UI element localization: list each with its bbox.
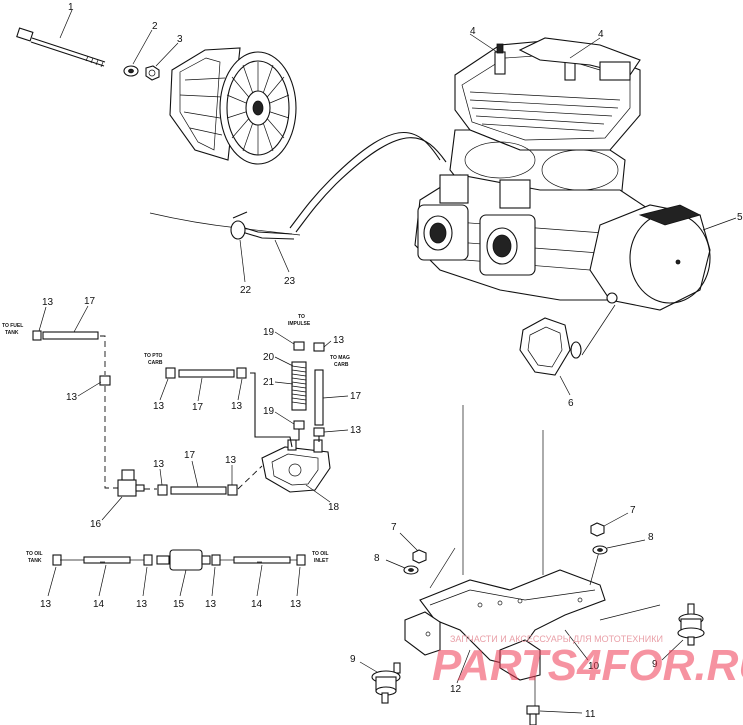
rubber-isolator xyxy=(677,603,705,646)
callout-18: 18 xyxy=(328,502,340,513)
callout-17-4: 17 xyxy=(350,391,362,402)
callout-13-11: 13 xyxy=(205,599,217,610)
clutch-nut xyxy=(145,65,160,81)
clamp xyxy=(211,554,221,566)
callout-23: 23 xyxy=(284,276,296,287)
watermark-logo: PARTS4FOR.RU xyxy=(432,641,743,690)
callout-14-2: 14 xyxy=(251,599,263,610)
callout-11: 11 xyxy=(585,709,596,720)
clamp xyxy=(227,484,238,496)
label-to-oil-tank-2: TANK xyxy=(28,558,42,564)
mount-nut xyxy=(590,522,605,537)
callout-13-5: 13 xyxy=(153,401,165,412)
callout-13-6: 13 xyxy=(231,401,243,412)
mount-washer xyxy=(592,545,608,555)
fuel-hose xyxy=(314,369,324,426)
callout-13-7: 13 xyxy=(333,335,345,346)
callout-13-4: 13 xyxy=(225,455,237,466)
clamp xyxy=(293,341,305,351)
label-to-oil-tank-1: TO OIL xyxy=(26,551,43,557)
label-to-oil-inlet-1: TO OIL xyxy=(312,551,329,557)
callout-12: 12 xyxy=(450,684,462,695)
callout-6: 6 xyxy=(568,398,574,409)
clamp xyxy=(236,367,247,379)
fuel-hose xyxy=(178,369,235,378)
callout-17-1: 17 xyxy=(84,296,96,307)
clamp xyxy=(143,554,153,566)
rubber-isolator xyxy=(371,662,401,704)
callout-13-12: 13 xyxy=(290,599,302,610)
label-to-fuel-tank-1: TO FUEL xyxy=(2,323,23,329)
callout-17-2: 17 xyxy=(184,450,196,461)
label-to-pto-carb-2: CARB xyxy=(148,360,163,366)
callout-13-3: 13 xyxy=(153,459,165,470)
callout-19-1: 19 xyxy=(263,327,275,338)
callout-7-2: 7 xyxy=(630,505,636,516)
watermark-subtitle: ЗАПЧАСТИ И АКСЕССУАРЫ ДЛЯ МОТОТЕХНИКИ xyxy=(450,634,663,644)
label-to-pto-carb-1: TO PTO xyxy=(144,353,163,359)
clamp xyxy=(296,554,306,566)
fuel-hose xyxy=(42,331,99,340)
cable-clip xyxy=(230,211,248,240)
callout-2: 2 xyxy=(152,21,158,32)
engine-mount-bracket xyxy=(404,569,606,681)
mount-washer xyxy=(403,565,419,575)
mount-nut xyxy=(412,549,427,564)
callout-3: 3 xyxy=(177,34,183,45)
callout-14-1: 14 xyxy=(93,599,105,610)
callout-4b: 4 xyxy=(598,29,604,40)
callout-9-2: 9 xyxy=(652,659,658,670)
callout-13-2: 13 xyxy=(66,392,78,403)
callout-8-2: 8 xyxy=(648,532,654,543)
oil-filter xyxy=(156,549,211,571)
fuel-pump xyxy=(261,439,331,493)
callout-13-1: 13 xyxy=(42,297,54,308)
clamp xyxy=(99,375,111,386)
callout-19-2: 19 xyxy=(263,406,275,417)
callout-16: 16 xyxy=(90,519,102,530)
oil-hose xyxy=(83,556,131,564)
fuel-hose xyxy=(170,486,227,495)
callout-21: 21 xyxy=(263,377,275,388)
callout-4a: 4 xyxy=(470,26,476,37)
callout-15: 15 xyxy=(173,599,185,610)
label-to-mag-carb-2: CARB xyxy=(334,362,349,368)
impulse-spring xyxy=(291,361,307,411)
clutch-washer xyxy=(123,65,139,77)
clamp xyxy=(165,367,176,379)
clamp xyxy=(52,554,62,566)
label-to-impulse-2: IMPULSE xyxy=(288,321,311,327)
callout-13-8: 13 xyxy=(350,425,362,436)
mount-bolt xyxy=(526,705,540,725)
clamp xyxy=(313,427,325,437)
callout-13-9: 13 xyxy=(40,599,52,610)
callout-20: 20 xyxy=(263,352,275,363)
drive-clutch xyxy=(169,47,297,165)
label-to-oil-inlet-2: INLET xyxy=(314,558,328,564)
clamp xyxy=(313,342,325,352)
clutch-bolt xyxy=(16,27,106,68)
callout-10: 10 xyxy=(588,661,600,672)
clamp xyxy=(157,484,168,496)
callout-7-1: 7 xyxy=(391,522,397,533)
clamp xyxy=(293,420,305,430)
label-to-mag-carb-1: TO MAG xyxy=(330,355,350,361)
callout-13-10: 13 xyxy=(136,599,148,610)
callout-5: 5 xyxy=(737,212,743,223)
callout-17-3: 17 xyxy=(192,402,204,413)
callout-22: 22 xyxy=(240,285,252,296)
clamp xyxy=(32,330,42,341)
callout-8-1: 8 xyxy=(374,553,380,564)
recoil-handle xyxy=(519,317,582,376)
label-to-fuel-tank-2: TANK xyxy=(5,330,19,336)
callout-9-1: 9 xyxy=(350,654,356,665)
callout-1: 1 xyxy=(68,2,74,13)
label-to-impulse-1: TO xyxy=(298,314,305,320)
fuel-filter-small xyxy=(117,469,145,497)
engine-assembly xyxy=(414,37,711,311)
